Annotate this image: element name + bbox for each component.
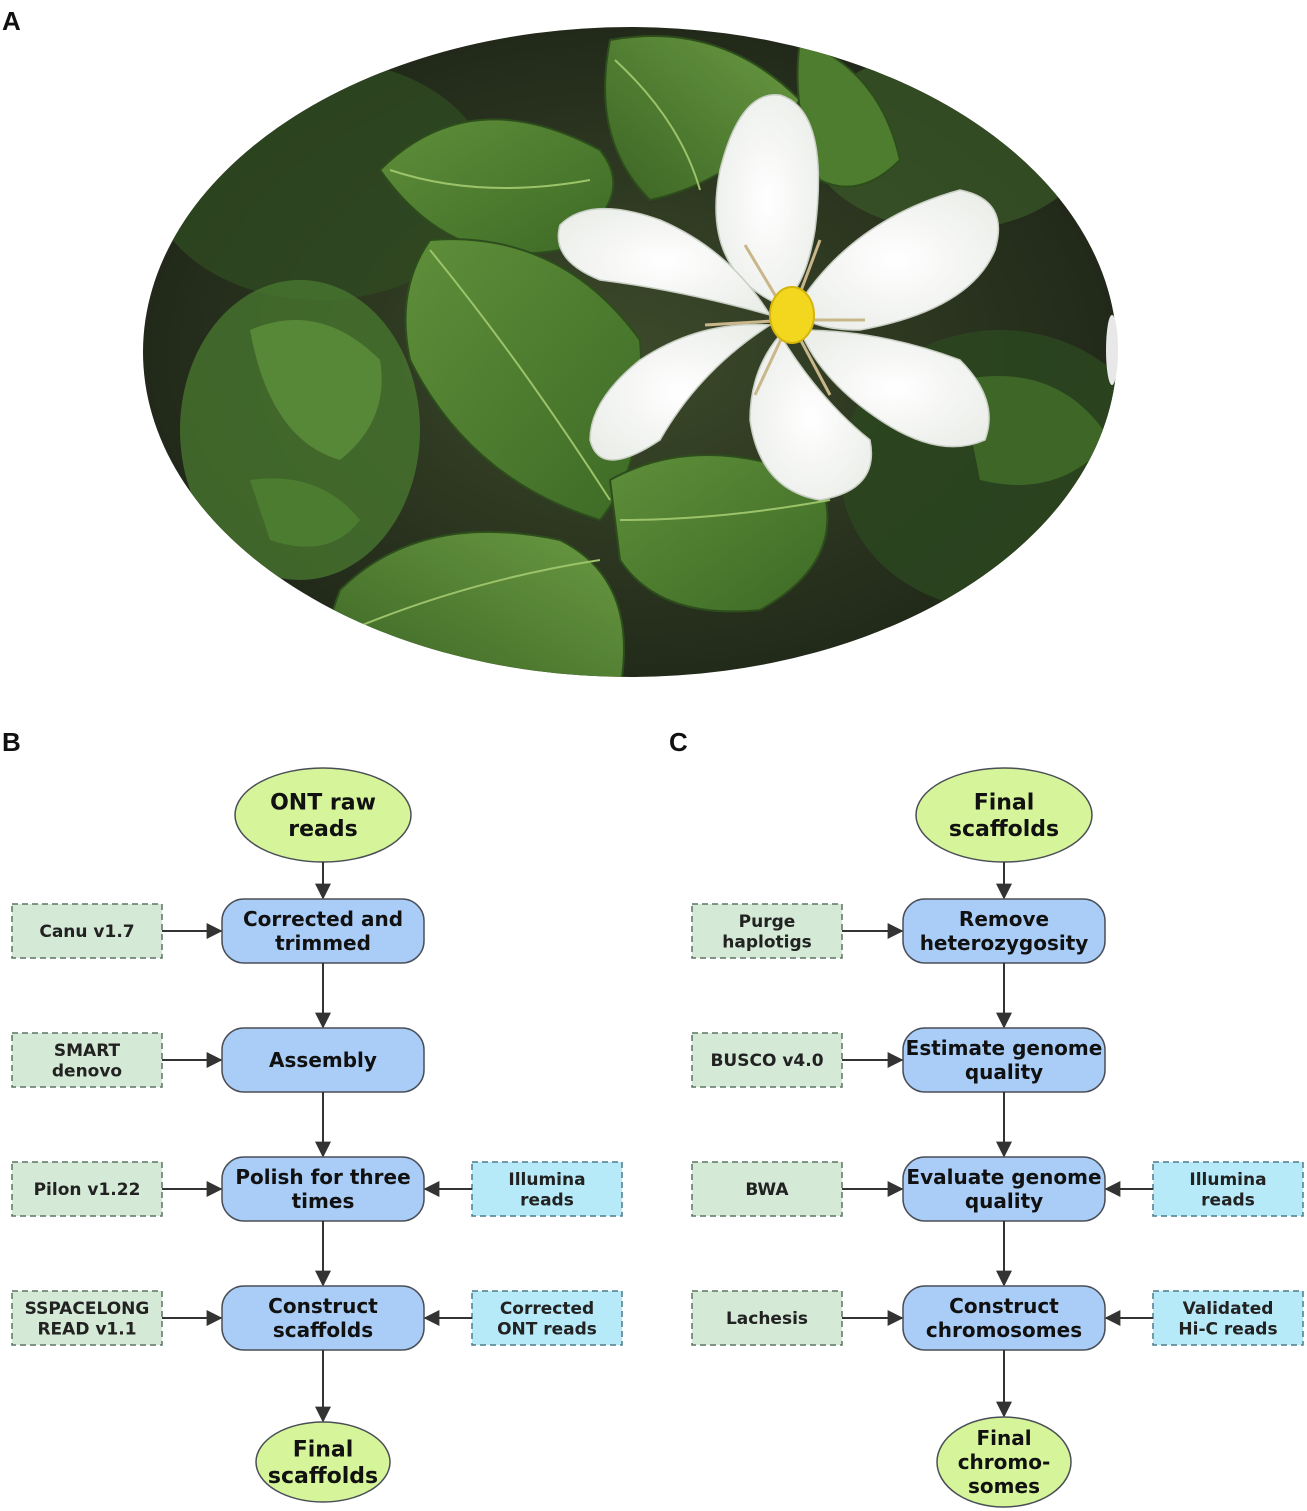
flow-b-step-4-text-line-2: scaffolds [273, 1318, 373, 1342]
flow-c-tool-left-1 [691, 903, 843, 959]
pistil [769, 286, 815, 344]
flow-b-start-text-line-2: reads [288, 817, 357, 842]
flow-b-tool-left-4-text-line-1: SSPACELONG [25, 1299, 150, 1319]
flow-b-tool-left-4-text-line-2: READ v1.1 [37, 1319, 136, 1339]
flow-c-tool-right-3-text-line-1: Illumina [1189, 1170, 1266, 1190]
flow-c-end-text-line-3: somes [968, 1474, 1040, 1498]
flow-b-tool-left-1 [11, 903, 163, 959]
flow-b-end-node [255, 1421, 391, 1503]
flow-c-tool-left-2 [691, 1032, 843, 1088]
flow-c-end-node [936, 1416, 1072, 1508]
flow-b-tool-right-3 [471, 1161, 623, 1217]
flow-c-step-1-text-line-1: Remove [959, 907, 1049, 931]
flow-c-tool-left-4-text-line-1: Lachesis [726, 1309, 808, 1329]
flow-b-step-1-text-line-2: trimmed [275, 931, 371, 955]
flow-b-tool-right-4 [471, 1290, 623, 1346]
flow-c-tool-right-3-text-line-2: reads [1201, 1190, 1255, 1210]
flow-c-step-4-text-line-1: Construct [949, 1294, 1059, 1318]
flow-c-step-2-text-line-1: Estimate genome [906, 1036, 1103, 1060]
flow-b-tool-left-4 [11, 1290, 163, 1346]
flow-c-tool-left-3 [691, 1161, 843, 1217]
flow-b-step-4-text-line-1: Construct [268, 1294, 378, 1318]
flow-b-tool-left-2-text-line-2: denovo [52, 1061, 122, 1081]
flow-c-end-text-line-1: Final [976, 1426, 1031, 1450]
flow-c-tool-left-1-text-line-1: Purge [739, 912, 796, 932]
flow-b-tool-left-2 [11, 1032, 163, 1088]
flow-b-tool-left-3-text-line-1: Pilon v1.22 [34, 1180, 141, 1200]
flow-c-step-2-text-line-2: quality [965, 1060, 1043, 1084]
flow-c-end-text-line-2: chromo- [958, 1450, 1051, 1474]
flow-b-tool-right-3-text-line-1: Illumina [508, 1170, 585, 1190]
flow-c-tool-right-4-text-line-1: Validated [1183, 1299, 1274, 1319]
flow-b-step-2-text-line-1: Assembly [269, 1048, 377, 1072]
flow-b-tool-right-3-text-line-2: reads [520, 1190, 574, 1210]
flow-c-step-4-text-line-2: chromosomes [926, 1318, 1082, 1342]
flow-c-tool-left-4 [691, 1290, 843, 1346]
flow-b-step-1-text-line-1: Corrected and [243, 907, 403, 931]
panel-label-b: B [2, 727, 21, 757]
panel-label-a: A [2, 6, 21, 36]
flow-c-step-3-text-line-1: Evaluate genome [906, 1165, 1101, 1189]
flow-c-start-text-line-1: Final [974, 791, 1035, 816]
flow-b-step-3-text-line-2: times [292, 1189, 355, 1213]
flower [557, 94, 1000, 501]
flow-c-tool-left-1-text-line-2: haplotigs [722, 932, 812, 952]
flow-c-start-text-line-2: scaffolds [949, 817, 1059, 842]
flow-b-tool-right-4-text-line-1: Corrected [500, 1299, 594, 1319]
flow-b-end-text-line-2: scaffolds [268, 1464, 378, 1489]
flow-b-tool-left-3 [11, 1161, 163, 1217]
flow-b-end-text-line-1: Final [293, 1438, 354, 1463]
flow-b-tool-right-4-text-line-2: ONT reads [497, 1319, 597, 1339]
flow-b-start-text-line-1: ONT raw [270, 791, 376, 816]
flow-b-step-3-text-line-1: Polish for three [235, 1165, 410, 1189]
flowchart-c: FinalscaffoldsRemoveheterozygosityPurgeh… [691, 767, 1304, 1508]
flow-c-step-1-text-line-2: heterozygosity [920, 931, 1089, 955]
flow-c-tool-left-2-text-line-1: BUSCO v4.0 [710, 1051, 823, 1071]
flow-c-tool-right-4-text-line-2: Hi-C reads [1178, 1319, 1277, 1339]
flow-c-tool-right-3 [1152, 1161, 1304, 1217]
flow-c-tool-left-3-text-line-1: BWA [745, 1180, 789, 1200]
flow-c-tool-right-4 [1152, 1290, 1304, 1346]
flow-b-tool-left-2-text-line-1: SMART [54, 1041, 121, 1061]
panel-label-c: C [669, 727, 688, 757]
gardenia-photo [143, 27, 1118, 677]
flow-b-tool-left-1-text-line-1: Canu v1.7 [39, 922, 134, 942]
flow-c-step-3-text-line-2: quality [965, 1189, 1043, 1213]
